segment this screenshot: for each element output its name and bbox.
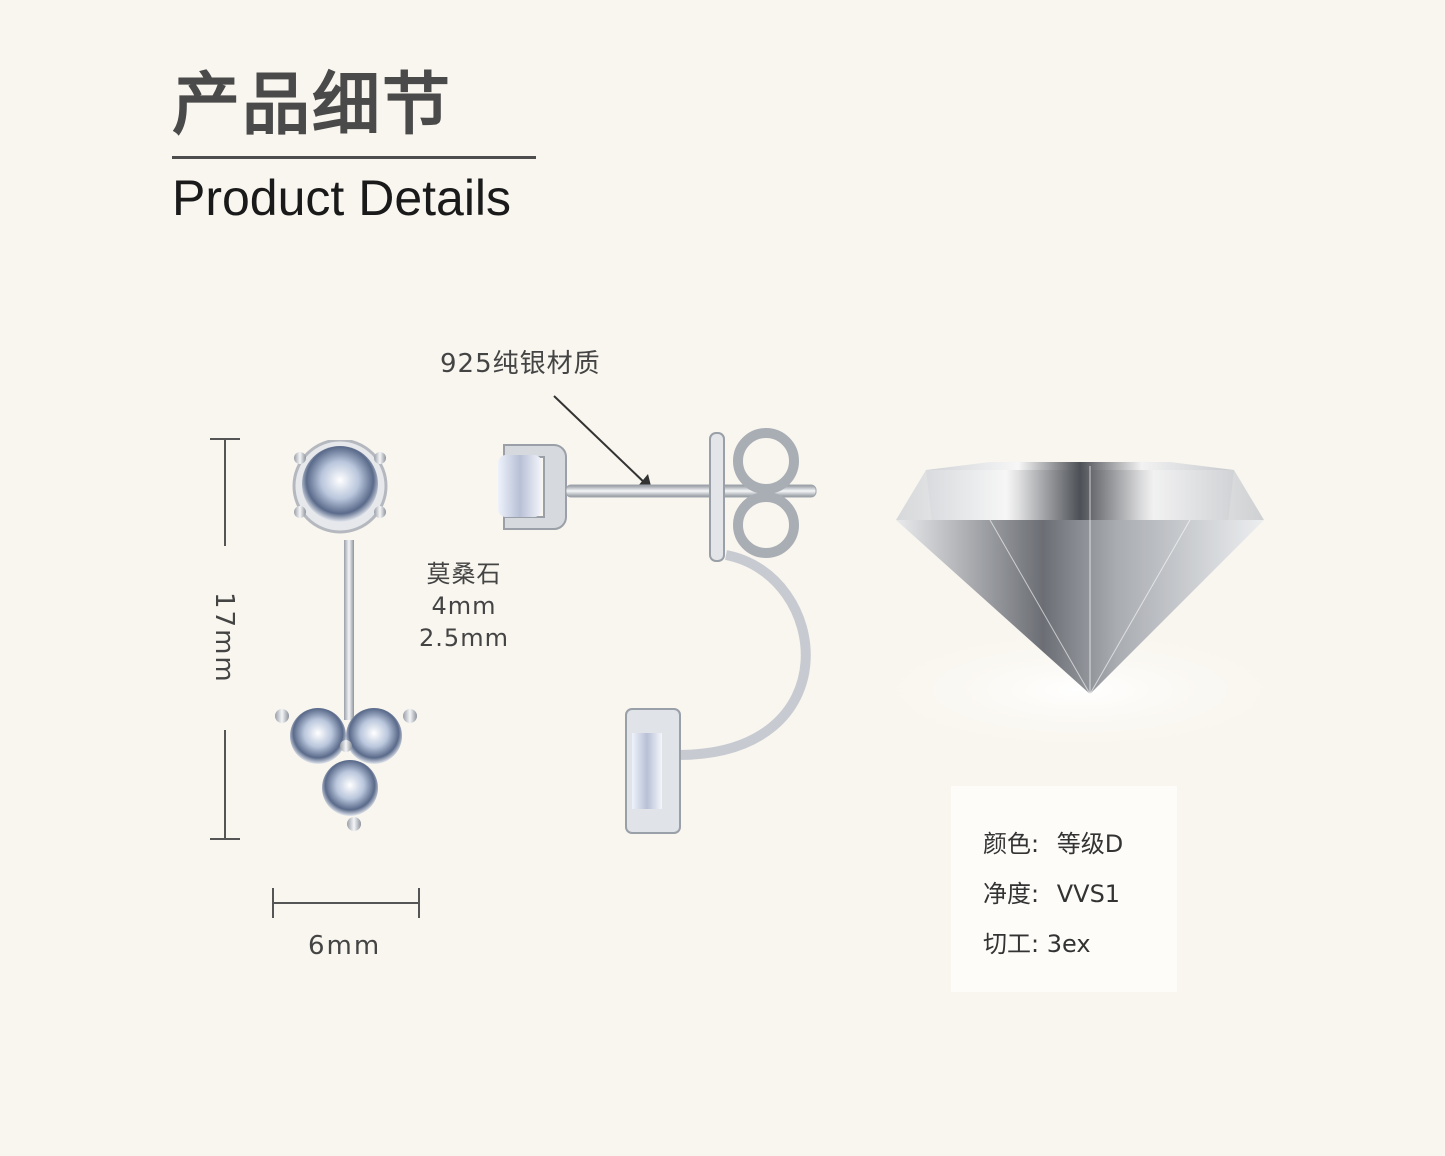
dimension-tick-bottom [210, 838, 240, 840]
dimension-line-top [224, 438, 226, 546]
stone-size-main: 4mm [431, 592, 497, 620]
earring-side-view-image [498, 428, 817, 834]
material-label: 925纯银材质 [440, 349, 601, 379]
spec-label: 切工: [983, 930, 1040, 958]
dimension-line-bottom [224, 730, 226, 838]
stone-name: 莫桑石 [426, 560, 502, 588]
spec-label: 颜色: [983, 830, 1040, 858]
spec-row-color: 颜色: 等级D [983, 824, 1123, 859]
spec-value: VVS1 [1056, 880, 1121, 908]
page-title-en: Product Details [172, 170, 512, 226]
dimension-tick-right [418, 888, 420, 918]
specs-card: 颜色: 等级D 净度: VVS1 切工: 3ex [951, 786, 1177, 992]
dimension-line-horizontal [272, 902, 420, 904]
spec-label: 净度: [983, 880, 1040, 908]
title-divider [172, 156, 536, 159]
spec-row-clarity: 净度: VVS1 [983, 874, 1120, 909]
diamond-image [840, 462, 1320, 760]
stone-size-small: 2.5mm [419, 624, 509, 652]
page-title-cn: 产品细节 [172, 66, 453, 145]
earring-front-view-image [275, 440, 417, 831]
height-dimension-label: 17mm [209, 592, 239, 684]
spec-row-cut: 切工: 3ex [983, 924, 1091, 959]
stone-spec: 莫桑石 4mm 2.5mm [418, 558, 510, 654]
width-dimension-label: 6mm [308, 931, 382, 961]
spec-value: 3ex [1046, 930, 1091, 958]
spec-value: 等级D [1056, 830, 1124, 858]
